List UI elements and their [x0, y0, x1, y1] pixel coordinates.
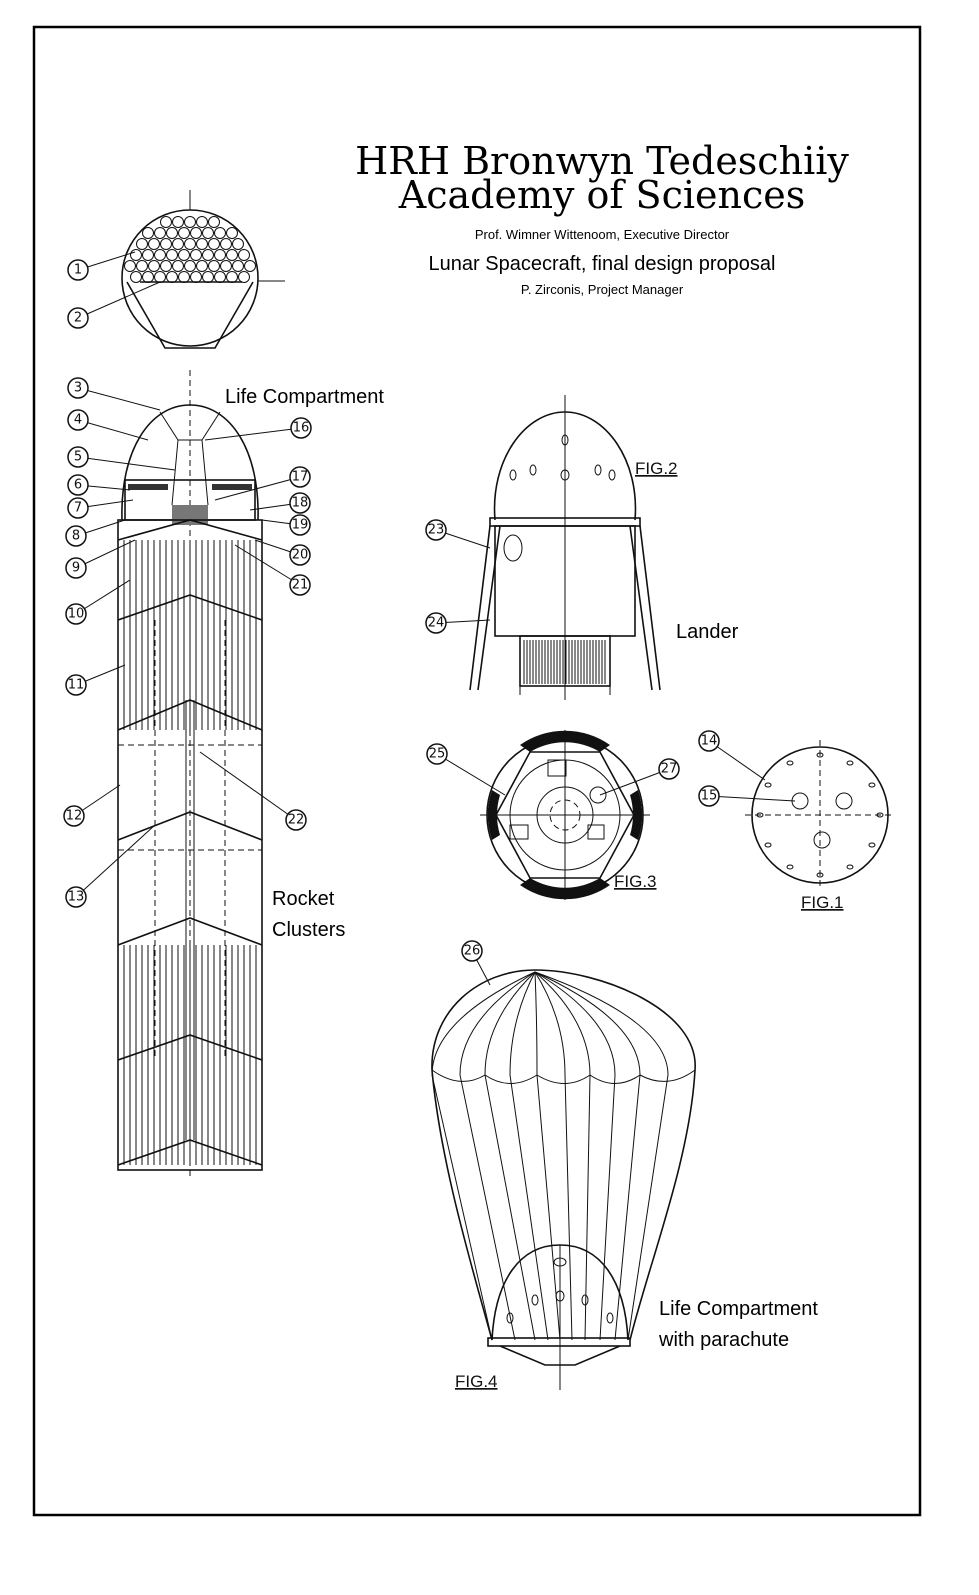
callout-1: 1 [67, 251, 136, 281]
fig4-label: FIG.4 [455, 1372, 498, 1391]
callout-number: 27 [661, 762, 678, 777]
callout-number: 13 [68, 890, 85, 905]
callout-number: 26 [464, 944, 481, 959]
callout-3: 3 [67, 377, 161, 411]
leader-line [77, 456, 176, 471]
callout-16: 16 [204, 417, 312, 441]
life-compartment-label: Life Compartment [225, 386, 384, 408]
callout-number: 4 [74, 413, 82, 428]
callout-11: 11 [65, 664, 126, 696]
callout-23: 23 [425, 519, 491, 549]
lander-label: Lander [676, 621, 739, 643]
callout-24: 24 [425, 612, 491, 634]
callout-number: 25 [429, 747, 446, 762]
callout-10: 10 [65, 579, 131, 625]
leader-line [708, 795, 796, 802]
callout-number: 9 [72, 561, 80, 576]
callout-number: 17 [292, 470, 309, 485]
callout-number: 16 [293, 421, 310, 436]
fig1-label: FIG.1 [801, 893, 844, 912]
cross-section-drawing [480, 730, 650, 900]
callout-5: 5 [67, 446, 176, 471]
callout-9: 9 [65, 539, 136, 579]
title-line2: Academy of Sciences [398, 173, 806, 217]
lander-drawing [469, 395, 661, 700]
callout-25: 25 [426, 743, 506, 796]
callout-number: 19 [292, 518, 309, 533]
callout-12: 12 [63, 784, 121, 827]
leader-line [599, 768, 670, 796]
fig3-label: FIG.3 [614, 872, 657, 891]
parachute-drawing [431, 969, 696, 1390]
rocket-clusters-label-1: Rocket [272, 888, 335, 910]
callout-number: 15 [701, 789, 718, 804]
sphere-drawing [745, 740, 895, 890]
callout-number: 3 [74, 381, 82, 396]
callout-number: 6 [74, 478, 82, 493]
callout-number: 10 [68, 607, 85, 622]
callout-8: 8 [65, 519, 126, 547]
callout-14: 14 [698, 730, 766, 781]
callout-number: 24 [428, 616, 445, 631]
leader-line [77, 281, 161, 319]
leader-line [708, 740, 766, 781]
leader-line [77, 419, 149, 441]
title-line1: HRH Bronwyn Tedeschiiy [355, 139, 849, 183]
callout-number: 20 [292, 548, 309, 563]
callout-number: 23 [428, 523, 445, 538]
callout-20: 20 [254, 539, 311, 566]
director-text: Prof. Wimner Wittenoom, Executive Direct… [475, 227, 730, 242]
callout-number: 8 [72, 529, 80, 544]
callout-22: 22 [199, 751, 307, 831]
rocket-clusters-label-2: Clusters [272, 919, 345, 941]
leader-line [234, 544, 301, 586]
leader-line [75, 824, 156, 898]
leader-line [199, 751, 297, 821]
callout-13: 13 [65, 824, 156, 908]
callout-number: 22 [288, 813, 305, 828]
callout-26: 26 [461, 940, 491, 986]
subtitle-text: Lunar Spacecraft, final design proposal [429, 253, 776, 275]
rocket-body [117, 370, 263, 1180]
callout-7: 7 [67, 497, 134, 519]
callout-21: 21 [234, 544, 311, 596]
leader-line [204, 427, 302, 441]
callout-2: 2 [67, 281, 161, 329]
callout-number: 2 [74, 311, 82, 326]
callout-17: 17 [214, 466, 311, 501]
callout-number: 11 [68, 678, 85, 693]
page-border [32, 25, 922, 1517]
leader-line [77, 387, 161, 411]
rocket-cluster-sphere [121, 190, 285, 349]
callout-number: 14 [701, 734, 718, 749]
callout-number: 12 [66, 809, 83, 824]
callout-19: 19 [261, 514, 311, 536]
parachute-label-2: with parachute [658, 1329, 789, 1351]
callout-27: 27 [599, 758, 680, 796]
leader-line [436, 753, 506, 796]
callout-number: 18 [292, 496, 309, 511]
leader-line [214, 476, 301, 501]
callout-markers: 1234567891011121314151617181920212223242… [63, 251, 796, 986]
callout-6: 6 [67, 474, 131, 496]
callout-15: 15 [698, 785, 796, 807]
leader-line [75, 539, 136, 569]
callout-number: 1 [74, 263, 82, 278]
callout-18: 18 [249, 492, 311, 514]
callout-number: 21 [292, 578, 309, 593]
fig2-label: FIG.2 [635, 459, 678, 478]
callout-number: 7 [74, 501, 82, 516]
callout-4: 4 [67, 409, 149, 441]
callout-number: 5 [74, 450, 82, 465]
parachute-label-1: Life Compartment [659, 1298, 818, 1320]
manager-text: P. Zirconis, Project Manager [521, 282, 684, 297]
